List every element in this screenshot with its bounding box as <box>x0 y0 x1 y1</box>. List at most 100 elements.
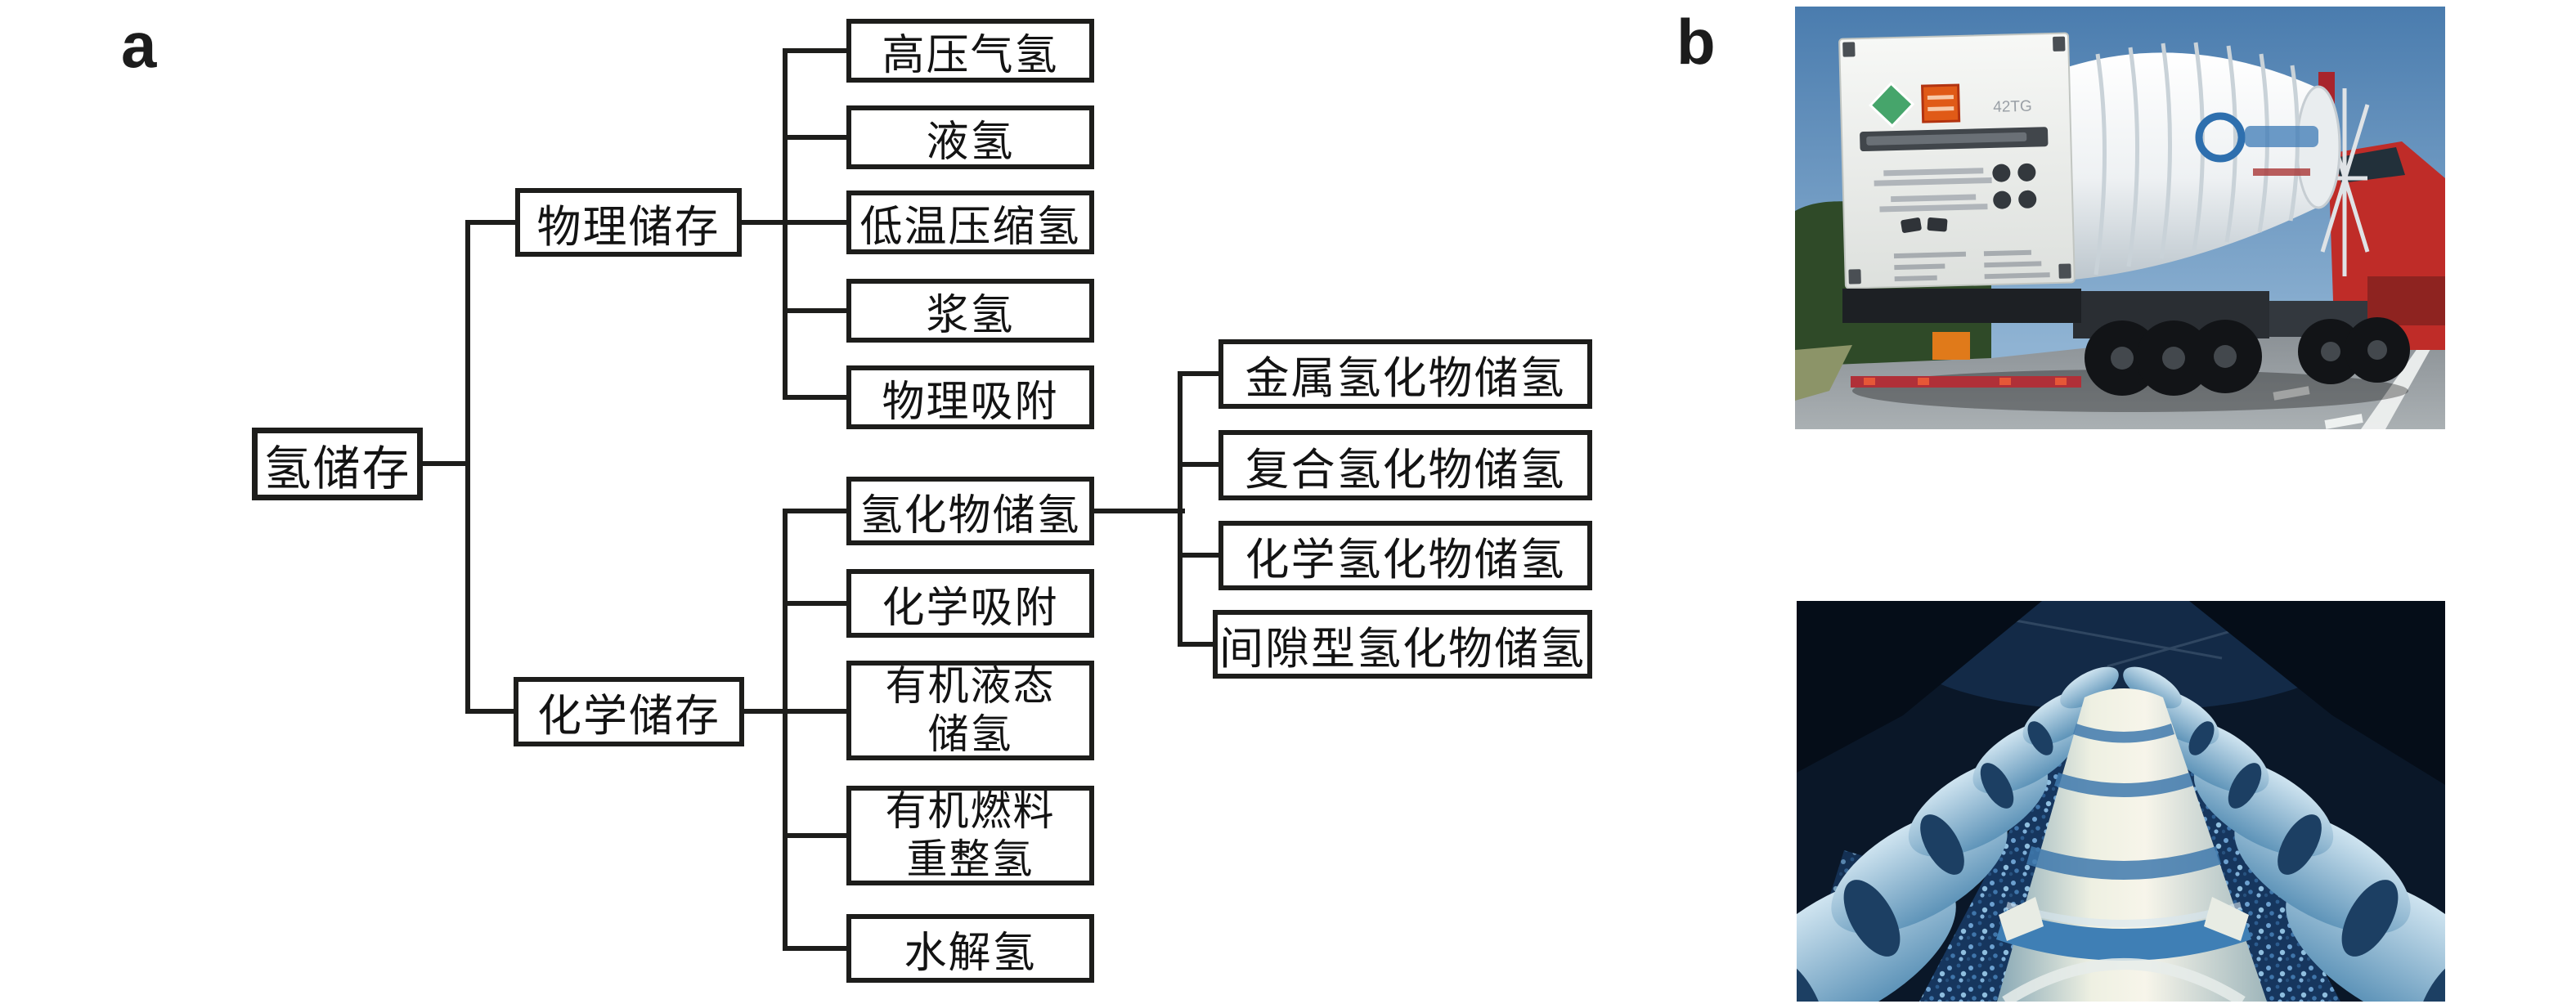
connector-line <box>1178 462 1218 467</box>
node-cryo-compressed: 低温压缩氢 <box>846 190 1094 254</box>
connector-line <box>783 509 846 513</box>
lane-marking <box>2273 386 2310 401</box>
door-handle <box>1901 217 1922 233</box>
node-physisorption: 物理吸附 <box>846 365 1094 429</box>
tank-cylinder <box>2065 52 2318 280</box>
right-pipe-row <box>2123 666 2445 1002</box>
cab-lower <box>2367 276 2445 325</box>
connector-line <box>465 220 515 225</box>
pipe-joint-fin-right <box>2204 897 2249 941</box>
node-metal-hydride: 金属氢化物储氢 <box>1218 339 1592 409</box>
door-handle <box>1927 217 1948 232</box>
node-slush-hydrogen: 浆氢 <box>846 279 1094 343</box>
dark-bank-left <box>1797 601 2042 773</box>
trailer-wheels <box>2085 320 2262 396</box>
connector-line <box>783 709 846 714</box>
node-label: 物理储存 <box>536 202 720 252</box>
container-face <box>1838 32 2076 289</box>
node-label: 物理吸附 <box>882 379 1059 426</box>
connector-line <box>423 461 470 466</box>
center-pipe <box>1996 688 2267 1002</box>
container-rear-panel: 42TG <box>1838 32 2076 289</box>
pipe-collar <box>2054 773 2193 797</box>
connector-line <box>783 395 846 400</box>
node-label: 氢储存 <box>263 441 411 495</box>
node-label: 有机燃料 重整氢 <box>885 788 1056 882</box>
right-pipe-collars <box>2188 721 2445 1002</box>
tank-logo-text <box>2245 126 2318 147</box>
connector-line <box>783 220 846 225</box>
vent-slot-inner <box>1866 132 2027 146</box>
connector-line <box>465 220 470 714</box>
node-chemisorption: 化学吸附 <box>846 569 1094 638</box>
rear-bumper <box>1851 376 2081 388</box>
pipeline-photo <box>1797 601 2445 1002</box>
connector-line <box>1178 642 1218 647</box>
node-label: 化学储存 <box>537 692 720 741</box>
connector-line <box>1178 371 1218 376</box>
rear-underrun <box>1842 289 2081 323</box>
connector-line <box>783 946 846 951</box>
hazard-panel-orange-icon <box>1921 83 1961 123</box>
node-hydrogen-storage-root: 氢储存 <box>252 428 423 500</box>
orange-mudflap <box>1932 332 1970 360</box>
truck-photo-svg: 42TG <box>1795 7 2445 429</box>
bumper-lights <box>1864 378 2067 385</box>
node-label: 化学吸附 <box>882 585 1059 632</box>
node-label: 浆氢 <box>926 292 1015 339</box>
node-label: 金属氢化物储氢 <box>1245 354 1566 403</box>
dark-bank-right <box>2189 601 2445 785</box>
node-label: 高压气氢 <box>882 32 1059 79</box>
truck-photo: 42TG <box>1795 7 2445 429</box>
hazard-panel-text <box>1928 106 1954 111</box>
connector-line <box>783 308 846 313</box>
node-hydride-storage: 氢化物储氢 <box>846 477 1094 545</box>
spec-text-lines <box>1893 249 2050 282</box>
pipe-joint-fin-left <box>1999 897 2044 941</box>
panel-a-label: a <box>121 9 157 81</box>
node-label: 氢化物储氢 <box>859 492 1081 540</box>
node-organic-fuel-reforming: 有机燃料 重整氢 <box>846 786 1094 885</box>
info-text-lines <box>1874 168 1992 213</box>
panel-b-label: b <box>1676 6 1716 78</box>
node-high-pressure-gas: 高压气氢 <box>846 19 1094 83</box>
node-interstitial-hydride: 间隙型氢化物储氢 <box>1213 610 1592 679</box>
pipe-joint-highlight <box>2006 902 2242 927</box>
tank-small-text <box>2253 168 2310 176</box>
node-organic-liquid: 有机液态 储氢 <box>846 661 1094 760</box>
node-complex-hydride: 复合氢化物储氢 <box>1218 430 1592 500</box>
connector-line <box>783 601 846 606</box>
pipe-collar <box>2026 846 2221 880</box>
connector-line <box>783 135 846 140</box>
hazard-diamond-green-icon <box>1869 82 1915 128</box>
connector-line <box>744 709 788 714</box>
node-label: 液氢 <box>926 119 1015 166</box>
pipeline-photo-svg <box>1797 601 2445 1002</box>
pipe-bell-rim <box>2002 958 2246 1002</box>
corner-fittings <box>1842 36 2071 285</box>
node-label: 复合氢化物储氢 <box>1245 445 1566 495</box>
connector-line <box>783 48 846 53</box>
node-label: 低温压缩氢 <box>859 204 1081 251</box>
connector-line <box>742 220 788 225</box>
node-label: 间隙型氢化物储氢 <box>1219 624 1586 674</box>
connector-line <box>1178 371 1183 647</box>
lane-marking <box>2324 414 2363 429</box>
connector-line <box>783 833 846 838</box>
container-code-text: 42TG <box>1993 98 2032 116</box>
connector-line <box>465 709 514 714</box>
node-chemical-storage: 化学储存 <box>514 677 744 746</box>
node-liquid-hydrogen: 液氢 <box>846 105 1094 169</box>
left-pipe-collars <box>1797 721 2053 1002</box>
node-hydrolysis: 水解氢 <box>846 914 1094 983</box>
node-label: 水解氢 <box>904 930 1037 977</box>
pipe-collar <box>2073 724 2174 743</box>
tank-logo-mark <box>2195 112 2246 163</box>
ventilation-holes <box>1992 163 2037 209</box>
pipe-joint-band <box>1996 910 2251 961</box>
node-physical-storage: 物理储存 <box>515 188 742 257</box>
hazard-panel-text <box>1927 95 1954 100</box>
connector-line <box>1178 553 1218 558</box>
node-chemical-hydride: 化学氢化物储氢 <box>1218 521 1592 590</box>
